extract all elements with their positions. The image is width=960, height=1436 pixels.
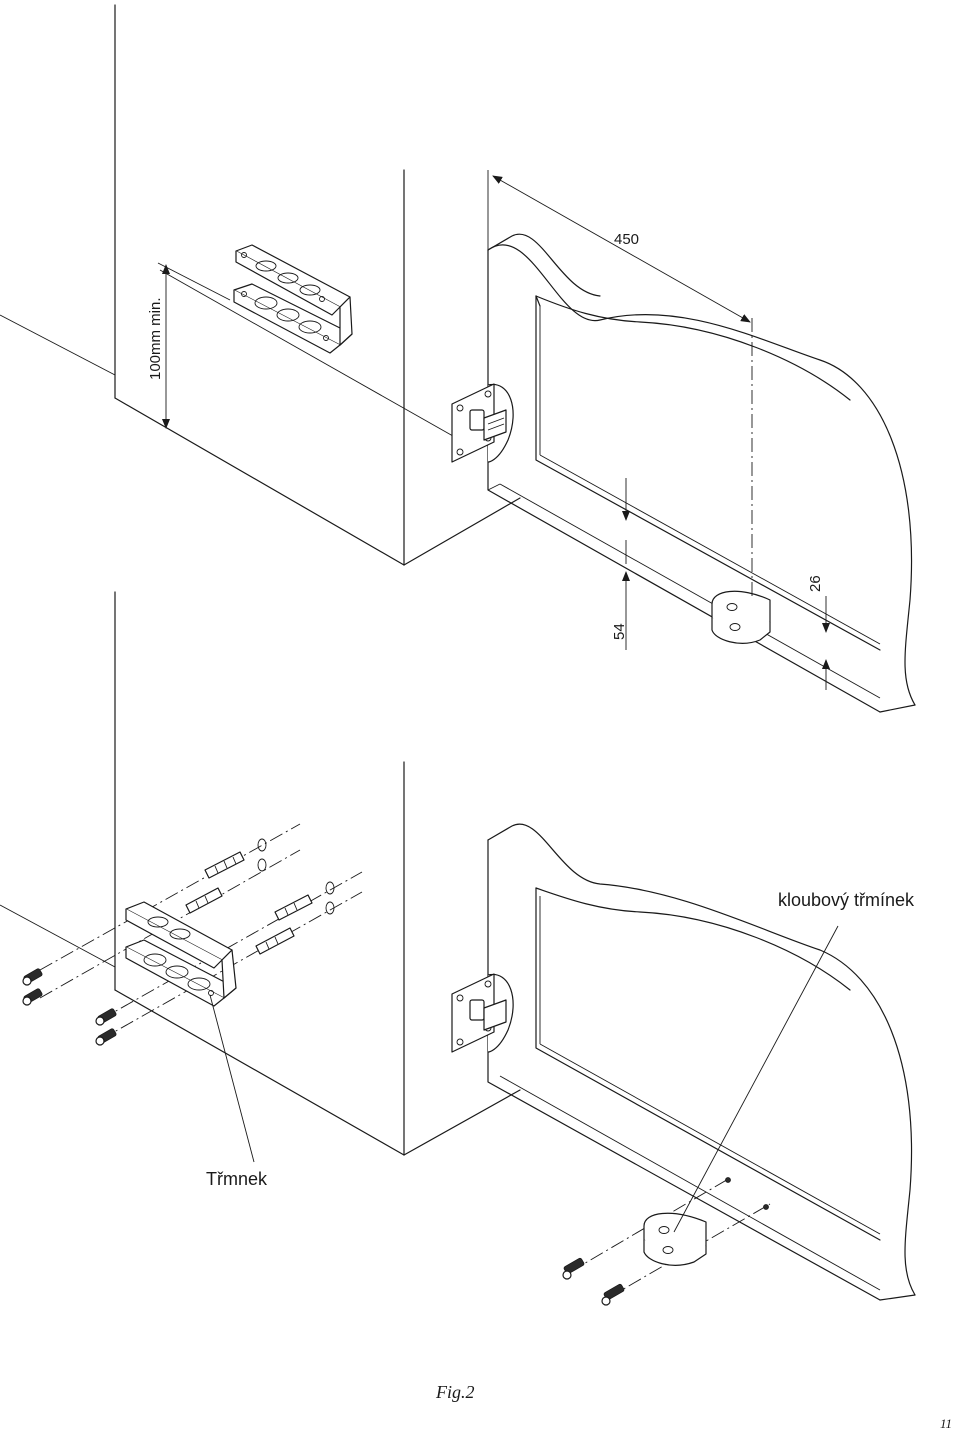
dimension-100mm: 100mm min.	[147, 262, 231, 429]
figure-caption: Fig.2	[435, 1382, 475, 1402]
dimension-26: 26	[807, 575, 830, 690]
screw-1	[22, 968, 43, 986]
bottom-assembly: Třmnek kloubový třmínek	[0, 591, 916, 1306]
dimension-450-label: 450	[614, 231, 639, 248]
screw-2	[22, 988, 43, 1006]
callout-hinge-bracket: kloubový třmínek	[673, 890, 915, 1233]
callout-bracket: Třmnek	[206, 994, 268, 1189]
callout-hinge-bracket-label: kloubový třmínek	[778, 890, 915, 910]
dimension-54-label: 54	[611, 623, 628, 640]
gate-bracket-bottom	[562, 1177, 771, 1306]
dimension-26-label: 26	[807, 575, 824, 592]
gate-panel-bottom	[487, 823, 916, 1301]
wall-plug-3	[274, 894, 313, 921]
screw-3	[95, 1008, 117, 1026]
wall-post-bottom	[0, 591, 521, 1156]
wall-plug-4	[255, 927, 295, 955]
dimension-54: 54	[611, 478, 630, 650]
fixing-set-wall	[22, 823, 363, 1046]
wall-post-top	[0, 4, 521, 566]
gate-hinge-top	[451, 383, 514, 463]
page-number: 11	[940, 1416, 952, 1431]
wall-plug-2	[185, 887, 223, 914]
dimension-100mm-label: 100mm min.	[147, 297, 164, 380]
screw-4	[95, 1028, 117, 1046]
wall-bracket-bottom	[125, 901, 237, 1007]
top-assembly: 450 100mm min. 54 26	[0, 4, 916, 713]
gate-panel-top	[487, 233, 916, 713]
callout-bracket-label: Třmnek	[206, 1169, 268, 1189]
dimension-450: 450	[487, 170, 753, 600]
screw-5	[562, 1257, 585, 1280]
wall-plug-1	[204, 851, 245, 879]
gate-hinge-bottom	[451, 973, 514, 1053]
screw-6	[601, 1283, 625, 1306]
gate-bracket-top	[711, 590, 771, 644]
wall-bracket-top	[233, 244, 353, 354]
